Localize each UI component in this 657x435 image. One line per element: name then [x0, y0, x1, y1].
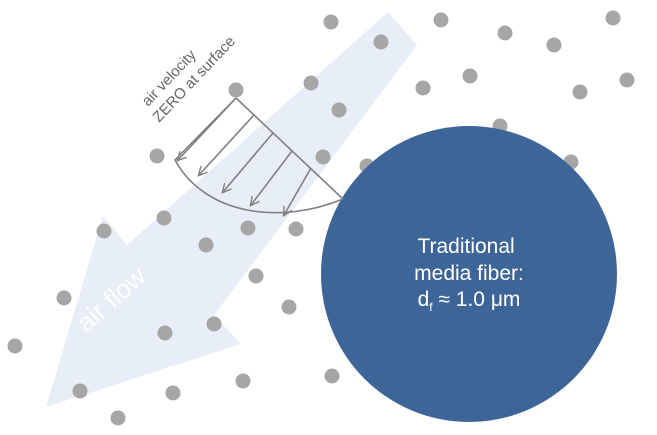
particle: [235, 373, 251, 389]
particle: [228, 82, 244, 98]
particle: [324, 368, 340, 384]
velocity-arrow-2: [199, 114, 255, 175]
particles-group: [7, 10, 635, 426]
particle: [7, 338, 23, 354]
particle: [149, 148, 165, 164]
particle: [240, 220, 256, 236]
particle: [315, 149, 331, 165]
particle: [165, 385, 181, 401]
particle: [433, 12, 449, 28]
particle: [110, 410, 126, 426]
fiber-diameter-value: ≈ 1.0 μm: [433, 288, 521, 311]
particle: [619, 72, 635, 88]
particle: [323, 14, 339, 30]
particle: [572, 84, 588, 100]
particle: [281, 299, 297, 315]
velocity-envelope-curve: [174, 97, 344, 214]
velocity-arrow-4: [251, 150, 293, 205]
particle: [96, 223, 112, 239]
particle: [605, 10, 621, 26]
fiber-diameter-subscript: f: [429, 300, 433, 314]
particle: [288, 221, 304, 237]
particle: [156, 210, 172, 226]
particle: [198, 237, 214, 253]
fiber-label-line2: media fiber:: [414, 262, 524, 285]
particle: [72, 383, 88, 399]
particle: [157, 325, 173, 341]
particle: [497, 25, 513, 41]
air-flow-arrow: [46, 12, 417, 407]
media-fiber-circle: [321, 126, 617, 422]
particle: [373, 34, 389, 50]
fiber-diameter-label: df ≈ 1.0 μm: [418, 288, 521, 314]
fiber-label: Traditional media fiber:: [414, 235, 524, 285]
fiber-label-line1: Traditional: [417, 235, 514, 258]
velocity-arrow-5: [284, 167, 312, 215]
particle: [462, 68, 478, 84]
velocity-profile: [174, 97, 344, 215]
particle: [546, 37, 562, 53]
velocity-baseline: [235, 97, 344, 200]
particle: [303, 75, 319, 91]
velocity-arrow-3: [223, 132, 274, 192]
particle: [415, 80, 431, 96]
particle: [206, 316, 222, 332]
particle: [331, 102, 347, 118]
velocity-arrow-1: [178, 97, 237, 160]
fiber-diameter-symbol: d: [418, 288, 430, 311]
particle: [56, 290, 72, 306]
particle: [248, 268, 264, 284]
